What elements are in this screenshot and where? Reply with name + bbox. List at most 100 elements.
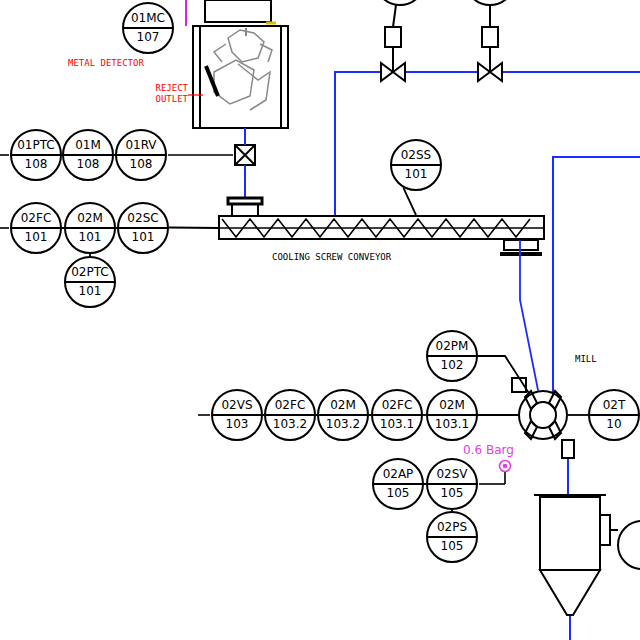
bubble-divider	[266, 414, 314, 416]
instrument-tag: 02FC	[21, 212, 52, 225]
metal-detector	[185, 0, 187, 26]
bubble-divider	[428, 355, 476, 357]
instrument-tag: 01PTC	[17, 139, 55, 152]
top-valves	[385, 27, 401, 47]
bubble-divider	[392, 164, 440, 166]
screw-conveyor: COOLING SCREW CONVEYOR	[218, 215, 545, 240]
loop-number: 105	[441, 487, 464, 500]
equipment-name: MILL	[575, 354, 597, 365]
equipment-name: COOLING SCREW CONVEYOR	[272, 252, 391, 263]
instrument-bubble: 02T10	[588, 389, 640, 441]
top-valves	[392, 47, 394, 72]
conveyor-inlet	[231, 204, 233, 215]
bubble-divider	[590, 414, 638, 416]
detector-mechanism	[260, 44, 272, 62]
top-valves	[393, 5, 396, 27]
loop-number: 108	[130, 158, 153, 171]
process-pipe	[405, 71, 478, 73]
instrument-bubble: 02AP105	[372, 458, 424, 510]
pressure-gauge	[500, 461, 511, 472]
reject-leader	[188, 94, 203, 95]
detector-mechanism	[238, 64, 270, 110]
signal-wire	[0, 155, 505, 484]
instrument-tag: 02SV	[436, 468, 467, 481]
bubble-divider	[12, 227, 60, 229]
instrument-bubble: 02PM 102	[426, 330, 478, 382]
equipment-label: METAL DETECTOR	[68, 58, 144, 69]
rotary-valve	[235, 145, 255, 165]
signal-line	[403, 188, 416, 215]
instrument-bubble: 01PTC108	[10, 129, 62, 181]
cyclone-hopper	[540, 497, 600, 570]
bubble-divider	[373, 414, 421, 416]
top-valves	[489, 47, 491, 72]
mill-internals	[549, 391, 561, 409]
loop-number: 108	[77, 158, 100, 171]
loop-number: 101	[405, 168, 428, 181]
metal-detector	[199, 26, 201, 128]
instrument-tag: 02PM	[436, 340, 469, 353]
screw-flight	[222, 219, 530, 237]
mill-internals	[525, 421, 537, 439]
metal-detector	[186, 0, 288, 128]
instrument-tag: 01MC	[131, 12, 165, 25]
detector-mechanism	[214, 44, 226, 62]
top-valves	[375, 0, 515, 81]
bubble-divider	[428, 414, 476, 416]
instrument-tag: 02SC	[127, 212, 158, 225]
loop-number: 103.2	[273, 418, 307, 431]
process-pipe	[335, 72, 381, 215]
loop-number: 10	[606, 418, 621, 431]
loop-number: 105	[441, 540, 464, 553]
instrument-tag: 02M	[439, 399, 465, 412]
instrument-bubble: 02PS105	[426, 511, 478, 563]
loop-number: 105	[387, 487, 410, 500]
bubble-divider	[12, 154, 60, 156]
process-pipe	[569, 615, 571, 640]
bubble-divider	[117, 154, 165, 156]
pressure-gauge	[504, 465, 507, 468]
signal-line	[169, 227, 218, 229]
instrument-bubble: 02SS101	[390, 139, 442, 191]
cyclone-hopper	[534, 495, 640, 615]
detector-mechanism	[214, 30, 272, 110]
instrument-bubble: 02SV 105	[426, 458, 478, 510]
conveyor-inlet	[257, 204, 259, 215]
conveyor-inlet	[228, 198, 262, 215]
bubble-divider	[428, 536, 476, 538]
mill-internals	[549, 421, 561, 439]
pressure-gauge	[500, 461, 511, 472]
bubble-divider	[319, 414, 367, 416]
cyclone-hopper	[618, 521, 640, 569]
bubble-divider	[64, 154, 112, 156]
rotary-valve	[235, 145, 255, 165]
mill-internals	[512, 378, 574, 458]
process-pipe	[244, 165, 246, 198]
loop-number: 102	[441, 359, 464, 372]
bubble-divider	[119, 227, 167, 229]
instrument-bubble: 02PTC101	[64, 256, 116, 308]
process-pipe	[245, 72, 640, 640]
loop-number: 107	[137, 31, 160, 44]
signal-wire	[168, 154, 233, 156]
cyclone-hopper	[540, 570, 600, 615]
loop-number: 101	[79, 285, 102, 298]
loop-number: 103	[226, 418, 249, 431]
bubble-divider	[374, 483, 422, 485]
instrument-bubble: 02SC101	[117, 202, 169, 254]
instrument-bubble: 02M103.2	[317, 389, 369, 441]
rotary-valve	[235, 145, 255, 165]
loop-number: 101	[79, 231, 102, 244]
mill-internals	[562, 440, 574, 458]
instrument-tag: 02M	[77, 212, 103, 225]
instrument-bubble: 01M108	[62, 129, 114, 181]
metal-detector	[193, 26, 288, 128]
loop-number: 103.2	[326, 418, 360, 431]
instrument-tag: 01RV	[125, 139, 156, 152]
mill-internals	[525, 391, 537, 409]
instrument-bubble: 02FC103.1	[371, 389, 423, 441]
instrument-tag: 02T	[603, 399, 626, 412]
reject-leader	[188, 94, 203, 95]
